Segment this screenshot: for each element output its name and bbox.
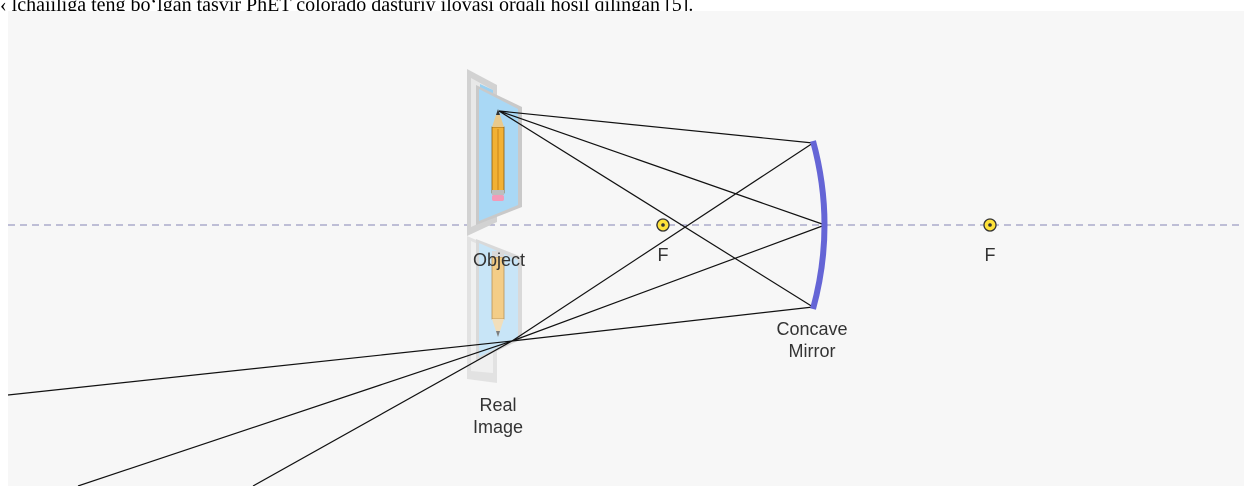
focal-label-right: F xyxy=(985,245,996,265)
optics-simulation-canvas: Object F F Concave Mirror Real Image xyxy=(8,11,1244,486)
image-label-line1: Real xyxy=(479,395,516,415)
focal-label-left: F xyxy=(658,245,669,265)
light-rays xyxy=(8,110,826,486)
concave-mirror[interactable] xyxy=(810,140,828,310)
object-label: Object xyxy=(473,250,525,270)
extended-ray-3 xyxy=(252,340,513,486)
focal-point-left[interactable] xyxy=(656,218,670,232)
inverted-pencil-icon xyxy=(491,251,505,337)
ray-3 xyxy=(498,110,814,308)
ray-5 xyxy=(511,224,826,342)
real-image-frame xyxy=(467,236,522,383)
mirror-label-line2: Mirror xyxy=(789,341,836,361)
ray-2 xyxy=(498,110,826,226)
object-frame[interactable] xyxy=(467,69,522,236)
image-label-line2: Image xyxy=(473,417,523,437)
focal-point-right[interactable] xyxy=(983,218,997,232)
extended-ray-1 xyxy=(8,340,513,396)
pencil-icon xyxy=(491,109,505,201)
ray-6 xyxy=(511,306,814,342)
ray-4 xyxy=(511,142,814,342)
ray-diagram: Object F F Concave Mirror Real Image xyxy=(8,69,1244,486)
ray-1 xyxy=(498,110,814,144)
mirror-label-line1: Concave xyxy=(776,319,847,339)
extended-ray-2 xyxy=(77,340,513,486)
